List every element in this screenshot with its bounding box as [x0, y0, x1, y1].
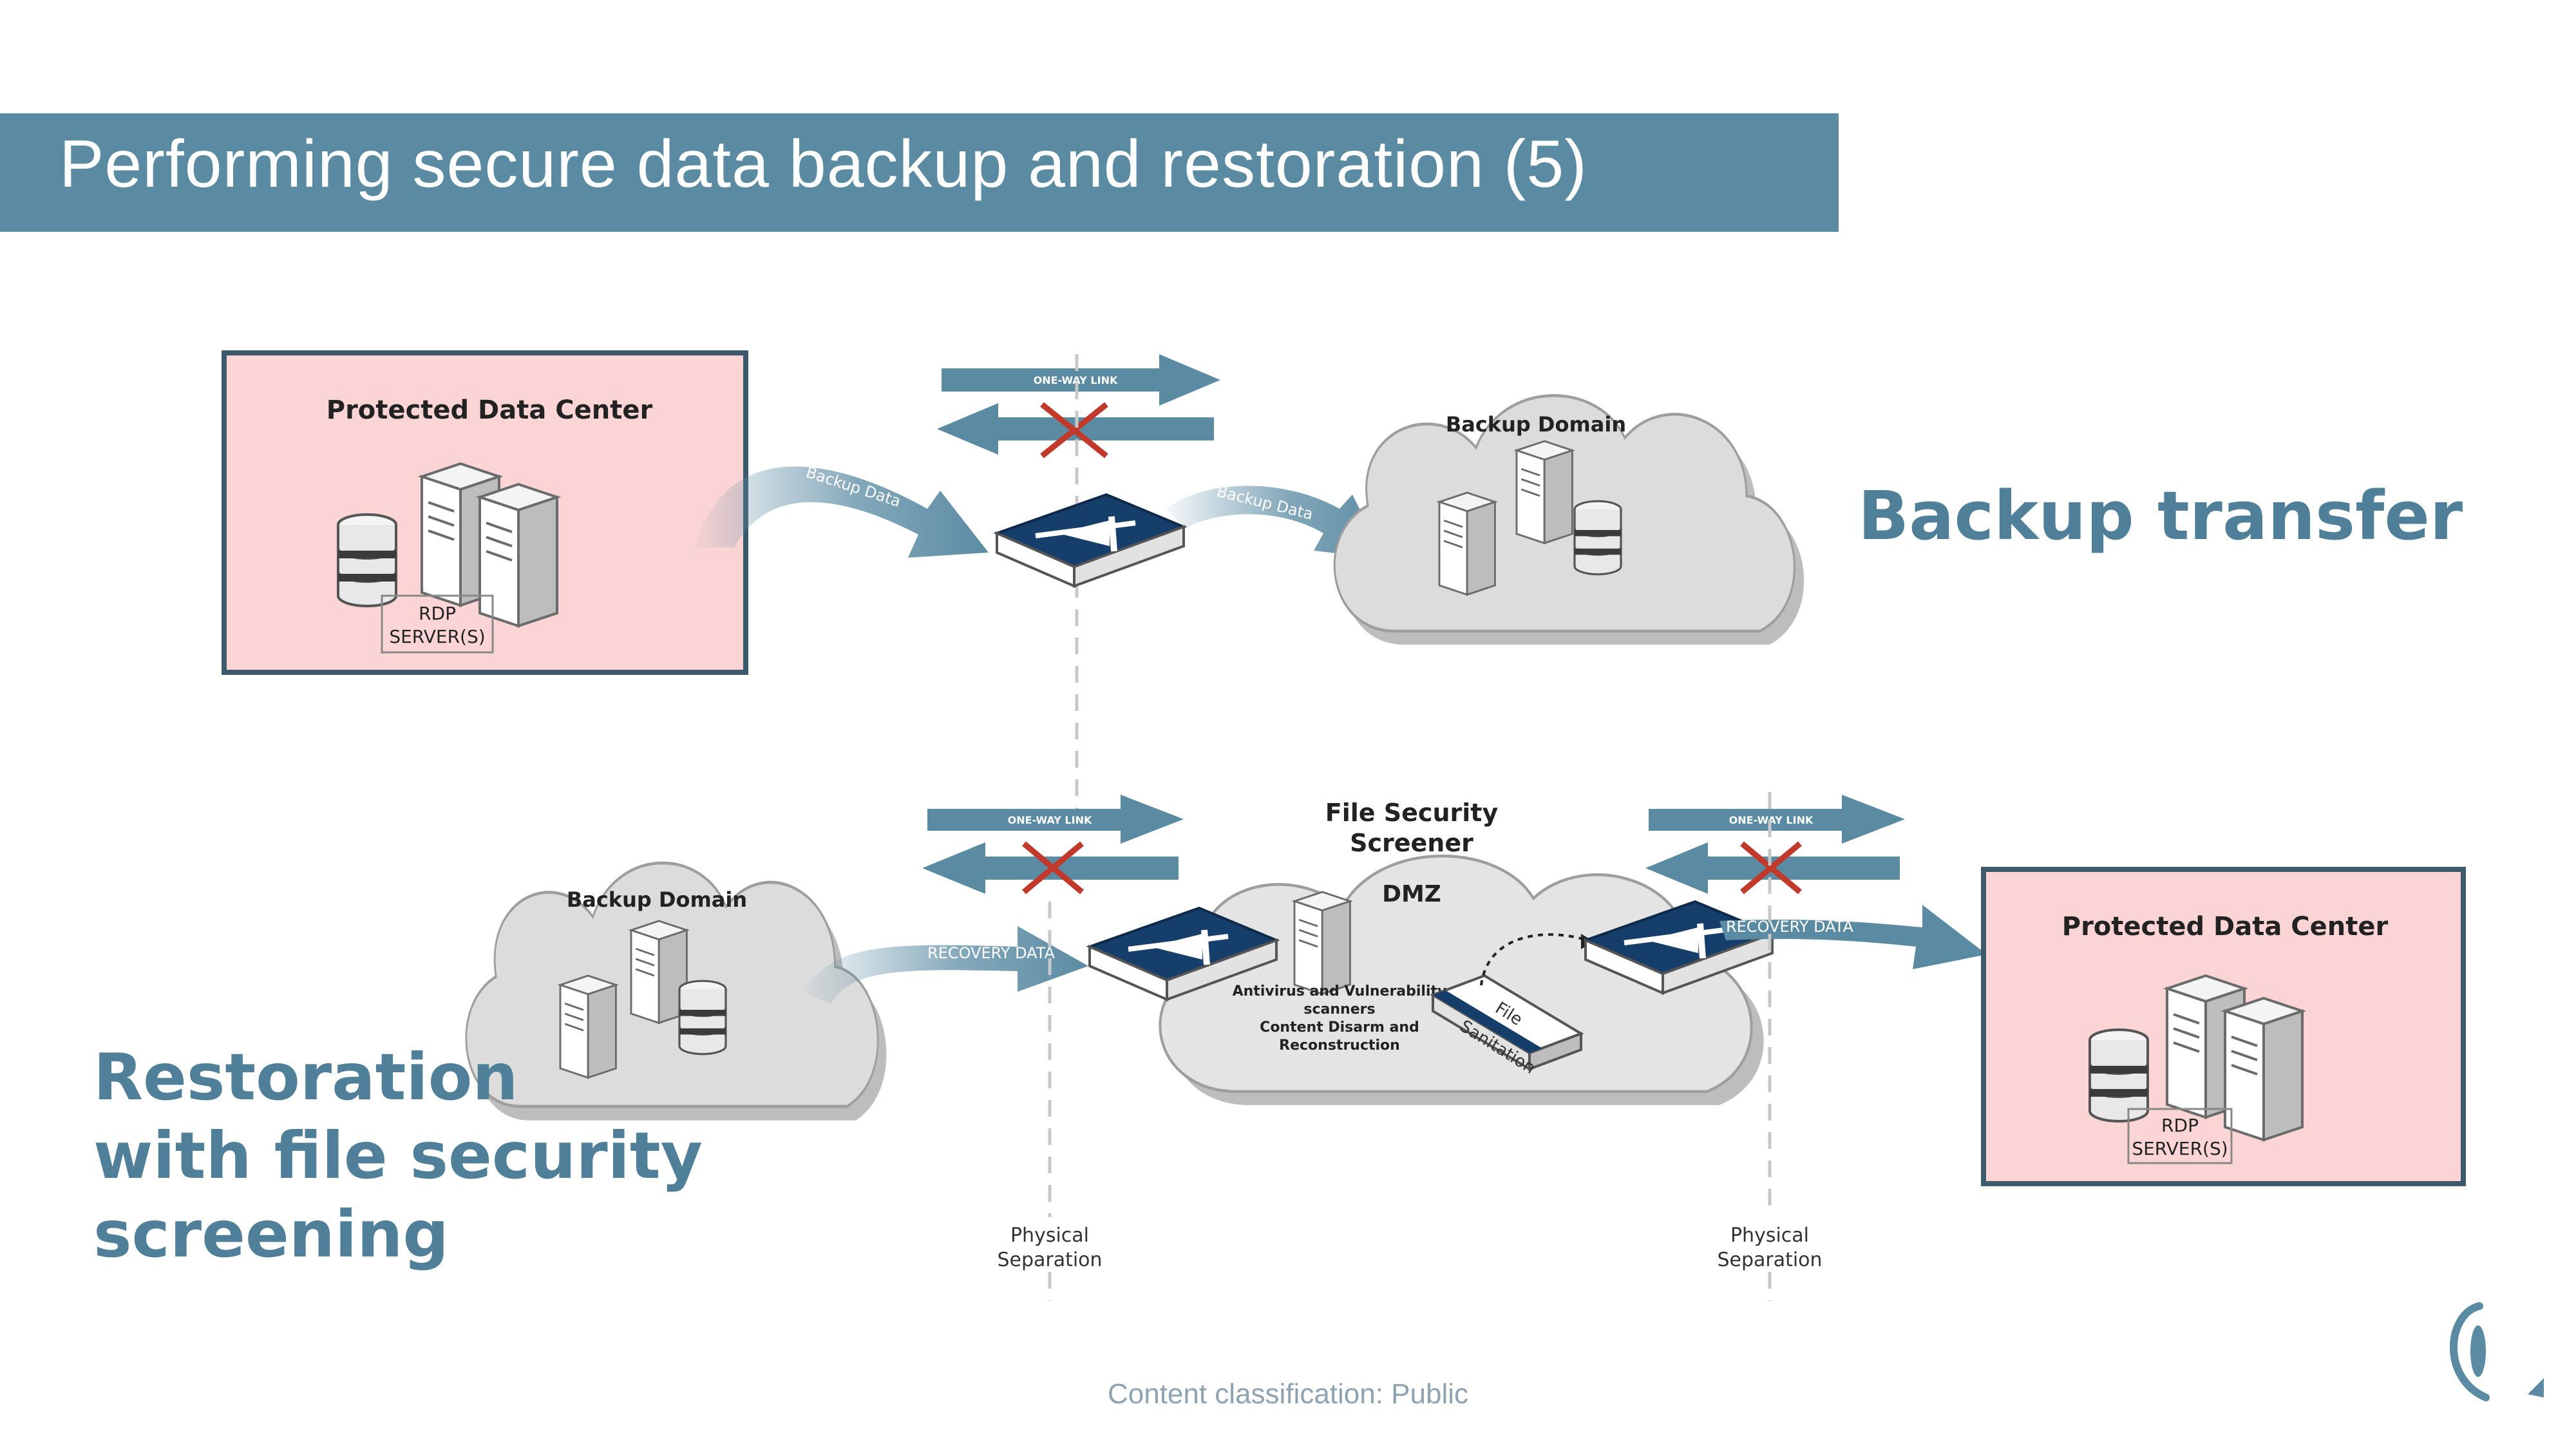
rdp-label-bottom-2: SERVER(S)	[2132, 1138, 2228, 1159]
screener-title-1: File Security	[1325, 799, 1499, 827]
restoration-label-line-2: with file security	[93, 1118, 703, 1193]
backup-domain-cloud-bottom: Backup Domain	[466, 863, 887, 1121]
cross-icon	[1022, 841, 1084, 895]
dmz-label: DMZ	[1382, 881, 1441, 907]
protected-data-center-top: Protected Data Center RDP SERVER(S)	[222, 350, 748, 675]
restoration-label-line-3: screening	[93, 1197, 450, 1272]
backup-domain-cloud-top: Backup Domain	[1334, 395, 1804, 645]
data-diode-icon	[997, 495, 1184, 586]
data-center-title-bottom: Protected Data Center	[2062, 912, 2389, 942]
backup-domain-title-bottom: Backup Domain	[567, 887, 747, 912]
recovery-data-label-2: RECOVERY DATA	[1726, 918, 1853, 936]
data-center-title-top: Protected Data Center	[327, 395, 653, 425]
restoration-label-line-1: Restoration	[93, 1039, 518, 1115]
rdp-label-top-1: RDP	[419, 603, 456, 624]
cross-icon	[1740, 841, 1802, 895]
one-way-link-label-bottom-left: ONE-WAY LINK	[1008, 814, 1092, 826]
server-icon	[1515, 440, 1573, 544]
scanner-line-3: Content Disarm and	[1260, 1019, 1419, 1036]
one-way-link-label-top: ONE-WAY LINK	[1034, 374, 1118, 386]
one-way-link-bottom-left: ONE-WAY LINK	[922, 795, 1184, 895]
server-icon	[1438, 491, 1496, 596]
title-bar	[0, 113, 1839, 232]
physical-separation-right-2: Separation	[1717, 1249, 1822, 1271]
one-way-link-label-bottom-right: ONE-WAY LINK	[1729, 814, 1814, 826]
sanitation-dotted-arrow	[1480, 933, 1588, 986]
scanner-line-1: Antivirus and Vulnerability	[1233, 983, 1447, 999]
classification-footer: Content classification: Public	[1107, 1378, 1469, 1410]
recovery-data-arrow-2: RECOVERY DATA	[1719, 905, 1987, 969]
database-icon	[337, 513, 397, 607]
physical-separation-right-1: Physical	[1730, 1224, 1809, 1247]
scanner-line-2: scanners	[1303, 1001, 1375, 1018]
backup-domain-title-top: Backup Domain	[1446, 412, 1626, 437]
physical-separation-left-2: Separation	[997, 1249, 1102, 1271]
cross-icon	[1040, 402, 1108, 459]
physical-separation-left-1: Physical	[1010, 1224, 1089, 1247]
rdp-label-bottom-1: RDP	[2161, 1115, 2199, 1136]
server-icon	[478, 483, 558, 627]
one-way-link-bottom-right: ONE-WAY LINK	[1645, 795, 1905, 895]
logo-icon	[2450, 1302, 2544, 1401]
dmz-cloud: DMZ Antivirus and Vulnerability scanners…	[1160, 856, 1764, 1105]
protected-data-center-bottom: Protected Data Center RDP SERVER(S)	[1981, 867, 2466, 1186]
recovery-data-label-1: RECOVERY DATA	[927, 944, 1055, 962]
file-sanitation-device: File Sanitation	[1430, 974, 1584, 1078]
rdp-label-top-2: SERVER(S)	[389, 626, 485, 647]
database-icon	[1573, 500, 1622, 576]
restoration-label: Restoration with file security screening	[93, 1038, 703, 1274]
one-way-link-top: ONE-WAY LINK	[937, 354, 1220, 459]
database-icon	[2088, 1028, 2149, 1122]
server-icon	[2224, 997, 2304, 1141]
recovery-data-arrow-1: RECOVERY DATA	[805, 926, 1088, 1005]
slide-title: Performing secure data backup and restor…	[59, 127, 1587, 202]
backup-transfer-label: Backup transfer	[1858, 477, 2463, 555]
screener-title-2: Screener	[1350, 829, 1473, 857]
scanner-line-4: Reconstruction	[1279, 1037, 1400, 1054]
server-icon	[1293, 891, 1351, 995]
